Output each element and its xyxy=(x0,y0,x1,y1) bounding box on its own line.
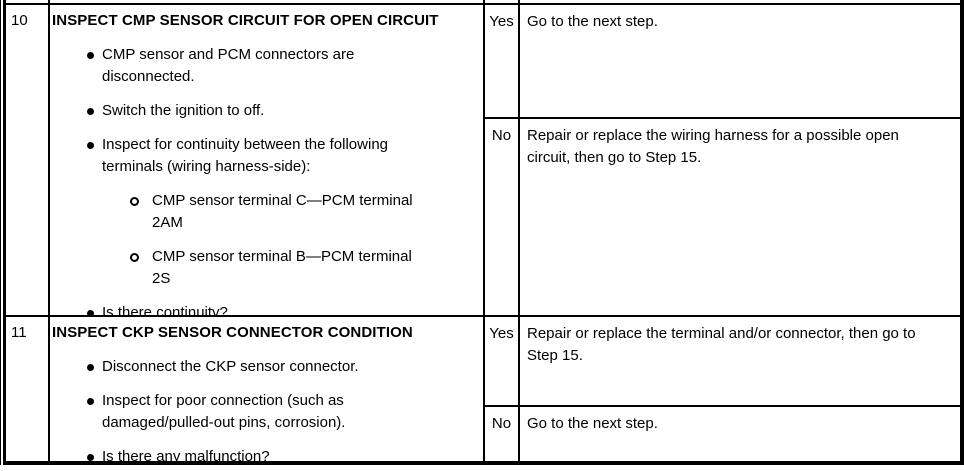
step-10-no-cell: No xyxy=(485,119,520,317)
answer-label: Yes xyxy=(489,13,514,30)
action-sub-bullet-item: CMP sensor terminal C—PCM terminal 2AM xyxy=(52,190,475,234)
action-bullet-item: CMP sensor and PCM connectors are discon… xyxy=(52,44,475,88)
step-11-no-result-cell: Go to the next step. xyxy=(527,415,658,432)
step-number: 10 xyxy=(11,12,28,29)
step-11-number-cell: 11 xyxy=(6,317,50,461)
answer-label: No xyxy=(491,127,512,144)
bullet-icon xyxy=(87,364,94,371)
step-10-yes-result-cell: Go to the next step. xyxy=(520,5,960,119)
clipped-row-result-cell xyxy=(520,0,960,5)
action-item-text: Inspect for poor connection (such as dam… xyxy=(102,392,346,431)
action-item-text: CMP sensor terminal C—PCM terminal 2AM xyxy=(152,192,413,231)
step-10-action-cell: INSPECT CMP SENSOR CIRCUIT FOR OPEN CIRC… xyxy=(50,5,485,317)
action-item-text: CMP sensor and PCM connectors are discon… xyxy=(102,46,355,85)
step-10-no-result-cell: Repair or replace the wiring harness for… xyxy=(520,119,960,317)
action-title: INSPECT CKP SENSOR CONNECTOR CONDITION xyxy=(52,324,413,341)
circle-bullet-icon xyxy=(130,197,139,206)
step-11-yes-cell: Yes xyxy=(485,317,520,407)
action-item-text: CMP sensor terminal B—PCM terminal 2S xyxy=(152,248,412,287)
action-bullet-item: Inspect for continuity between the follo… xyxy=(52,134,475,178)
answer-label: No xyxy=(491,415,512,432)
step-number: 11 xyxy=(11,324,27,341)
bullet-icon xyxy=(87,310,94,315)
clipped-row-step-cell xyxy=(6,0,50,5)
action-bullet-item: Is there any malfunction? xyxy=(52,446,475,461)
step-11-yes-result-cell: Repair or replace the terminal and/or co… xyxy=(520,317,960,407)
troubleshooting-table: 10 INSPECT CMP SENSOR CIRCUIT FOR OPEN C… xyxy=(3,0,964,465)
action-bullet-item: Inspect for poor connection (such as dam… xyxy=(52,390,475,434)
clipped-row-action-cell xyxy=(50,0,485,5)
bullet-icon xyxy=(87,142,94,149)
answer-label: Yes xyxy=(489,325,514,342)
action-title: INSPECT CMP SENSOR CIRCUIT FOR OPEN CIRC… xyxy=(52,12,439,29)
bullet-icon xyxy=(87,108,94,115)
action-item-text: Inspect for continuity between the follo… xyxy=(102,136,389,175)
action-item-text: Is there any malfunction? xyxy=(102,448,270,461)
step-11-no-cell: No xyxy=(485,407,520,461)
action-bullet-item: Disconnect the CKP sensor connector. xyxy=(52,356,475,378)
step-11-action-cell: INSPECT CKP SENSOR CONNECTOR CONDITION D… xyxy=(50,317,485,461)
bullet-icon xyxy=(87,398,94,405)
clipped-row-answer-cell xyxy=(485,0,520,5)
bullet-icon xyxy=(87,52,94,59)
action-bullet-item: Is there continuity? xyxy=(52,302,475,317)
action-item-text: Switch the ignition to off. xyxy=(102,102,265,119)
action-item-text: Is there continuity? xyxy=(102,304,228,317)
step-10-number-cell: 10 xyxy=(6,5,50,317)
circle-bullet-icon xyxy=(130,253,139,262)
action-item-text: Disconnect the CKP sensor connector. xyxy=(102,358,359,375)
action-bullet-item: Switch the ignition to off. xyxy=(52,100,475,122)
bullet-icon xyxy=(87,454,94,461)
step-10-yes-cell: Yes xyxy=(485,5,520,119)
action-sub-bullet-item: CMP sensor terminal B—PCM terminal 2S xyxy=(52,246,475,290)
